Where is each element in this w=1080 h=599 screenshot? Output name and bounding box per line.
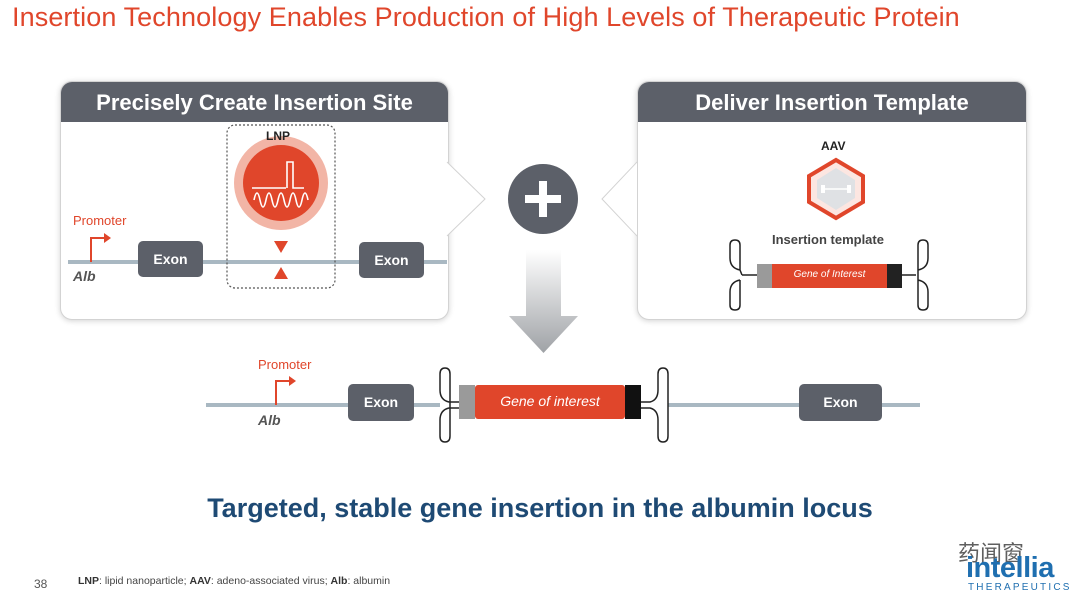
footnote-lnp-abbr: LNP bbox=[78, 575, 99, 587]
aav-label: AAV bbox=[821, 139, 846, 153]
template-gene-label: Gene of Interest bbox=[793, 269, 866, 280]
footnote-lnp-def: : lipid nanoparticle; bbox=[99, 575, 190, 587]
insertion-template-heading: Deliver Insertion Template bbox=[638, 82, 1026, 122]
alb-gene-label: Alb bbox=[73, 268, 96, 284]
lnp-box bbox=[226, 124, 336, 289]
page-number: 38 bbox=[34, 577, 48, 591]
footnote-aav-def: : adeno-associated virus; bbox=[210, 575, 331, 587]
exon-left: Exon bbox=[138, 241, 203, 277]
cut-arrow-up-icon bbox=[274, 267, 288, 279]
footnote-aav-abbr: AAV bbox=[189, 575, 211, 587]
promoter-label: Promoter bbox=[73, 213, 127, 228]
result-exon-right: Exon bbox=[799, 384, 882, 421]
result-exon-left: Exon bbox=[348, 384, 414, 421]
result-alb-label: Alb bbox=[258, 412, 281, 428]
lnp-label: LNP bbox=[266, 129, 290, 143]
right-panel-pointer bbox=[601, 161, 638, 237]
footnote: LNP: lipid nanoparticle; AAV: adeno-asso… bbox=[78, 575, 390, 587]
slide-title: Insertion Technology Enables Production … bbox=[12, 2, 960, 32]
watermark: 药闻窗 bbox=[958, 541, 1025, 566]
insertion-template-icon bbox=[729, 239, 929, 311]
exon-right: Exon bbox=[359, 242, 424, 278]
company-logo-subtitle: THERAPEUTICS bbox=[968, 582, 1072, 593]
insertion-template-label: Insertion template bbox=[772, 232, 884, 247]
result-promoter-label: Promoter bbox=[258, 357, 312, 372]
result-promoter-arrow-icon bbox=[275, 380, 293, 405]
promoter-arrow-icon bbox=[90, 237, 108, 262]
footnote-alb-abbr: Alb bbox=[330, 575, 348, 587]
insertion-site-heading: Precisely Create Insertion Site bbox=[61, 82, 448, 122]
footnote-alb-def: : albumin bbox=[347, 575, 391, 587]
plus-icon bbox=[508, 164, 578, 234]
left-panel-pointer bbox=[446, 161, 486, 237]
company-logo: intellia bbox=[966, 552, 1054, 584]
down-arrow-icon bbox=[509, 250, 578, 353]
result-insert-label: Gene of interest bbox=[500, 393, 600, 409]
cut-arrow-down-icon bbox=[274, 241, 288, 253]
tagline: Targeted, stable gene insertion in the a… bbox=[207, 493, 873, 523]
aav-capsid-icon bbox=[807, 157, 865, 221]
inserted-gene-icon bbox=[439, 367, 669, 443]
